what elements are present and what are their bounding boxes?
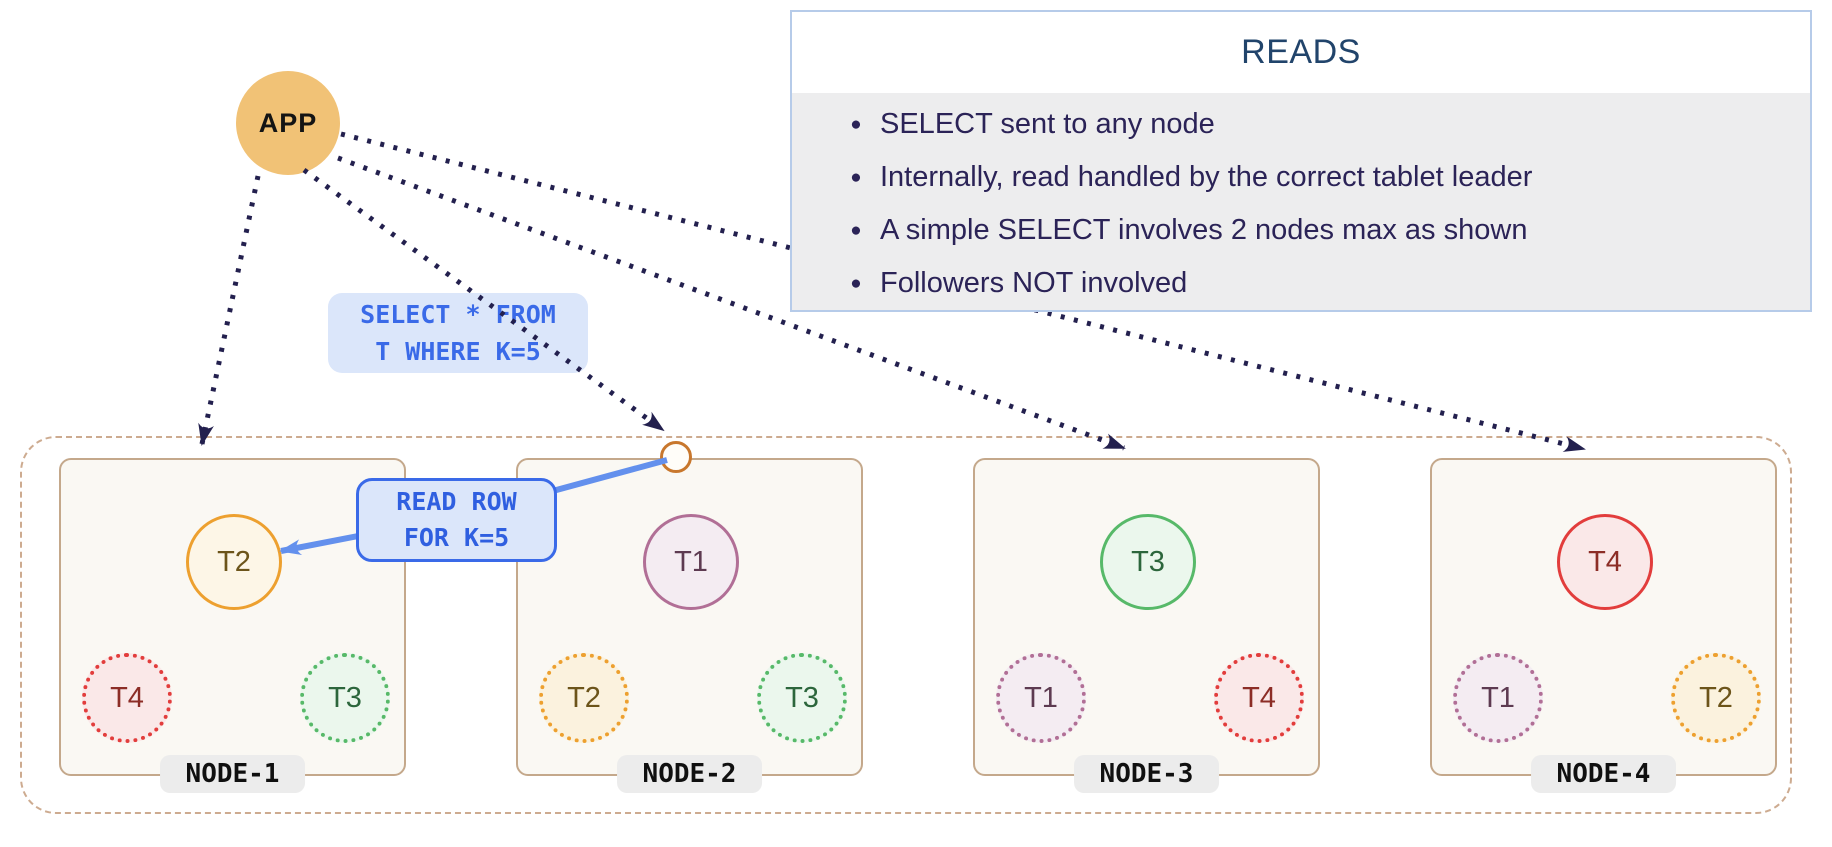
tablet-label: T2 bbox=[217, 545, 251, 578]
tablet-leader: T4 bbox=[1557, 514, 1653, 610]
select-query-line2: T WHERE K=5 bbox=[375, 337, 541, 366]
node-3-label: NODE-3 bbox=[1073, 755, 1220, 793]
app-node: APP bbox=[236, 71, 340, 175]
read-row-line2: FOR K=5 bbox=[403, 523, 510, 552]
tablet-follower: T4 bbox=[1214, 653, 1304, 743]
tablet-follower: T3 bbox=[757, 653, 847, 743]
reads-bullet-text: A simple SELECT involves 2 nodes max as … bbox=[880, 214, 1528, 246]
bullet-icon: ● bbox=[850, 113, 862, 135]
tablet-follower: T4 bbox=[82, 653, 172, 743]
node-1-label: NODE-1 bbox=[159, 755, 306, 793]
tablet-label: T4 bbox=[1242, 681, 1276, 714]
reads-bullet-text: SELECT sent to any node bbox=[880, 108, 1215, 140]
reads-bullet-text: Followers NOT involved bbox=[880, 267, 1188, 299]
tablet-label: T3 bbox=[328, 681, 362, 714]
tablet-label: T2 bbox=[1699, 681, 1733, 714]
tablet-label: T4 bbox=[1588, 545, 1622, 578]
arrow-app-to-node1 bbox=[198, 175, 261, 446]
tablet-label: T1 bbox=[1024, 681, 1058, 714]
tablet-label: T1 bbox=[1481, 681, 1515, 714]
reads-panel-body: ● SELECT sent to any node ● Internally, … bbox=[792, 93, 1810, 310]
node-1-box: T2 T4 T3 NODE-1 bbox=[59, 458, 406, 793]
tablet-follower: T1 bbox=[996, 653, 1086, 743]
node-2-label: NODE-2 bbox=[616, 755, 763, 793]
tablet-label: T1 bbox=[674, 545, 708, 578]
tablet-follower: T2 bbox=[539, 653, 629, 743]
read-row-line1: READ ROW bbox=[396, 487, 517, 516]
tablet-label: T4 bbox=[110, 681, 144, 714]
bullet-icon: ● bbox=[850, 219, 862, 241]
receiving-node-point bbox=[660, 441, 692, 473]
tablet-leader: T1 bbox=[643, 514, 739, 610]
select-query-line1: SELECT * FROM bbox=[360, 300, 556, 329]
tablet-leader: T2 bbox=[186, 514, 282, 610]
tablet-label: T3 bbox=[785, 681, 819, 714]
reads-bullet-text: Internally, read handled by the correct … bbox=[880, 161, 1533, 193]
tablet-follower: T3 bbox=[300, 653, 390, 743]
select-query-label: SELECT * FROM T WHERE K=5 bbox=[328, 293, 588, 373]
app-label: APP bbox=[258, 107, 318, 138]
reads-bullet-row: ● SELECT sent to any node bbox=[792, 98, 1810, 151]
node-2-box: T1 T2 T3 NODE-2 bbox=[516, 458, 863, 793]
node-3-box: T3 T1 T4 NODE-3 bbox=[973, 458, 1320, 793]
node-4-label: NODE-4 bbox=[1530, 755, 1677, 793]
bullet-icon: ● bbox=[850, 166, 862, 188]
reads-panel: READS ● SELECT sent to any node ● Intern… bbox=[790, 10, 1812, 312]
node-4-box: T4 T1 T2 NODE-4 bbox=[1430, 458, 1777, 793]
tablet-follower: T1 bbox=[1453, 653, 1543, 743]
tablet-label: T2 bbox=[567, 681, 601, 714]
reads-panel-header: READS bbox=[792, 12, 1810, 93]
tablet-follower: T2 bbox=[1671, 653, 1761, 743]
read-row-callout: READ ROW FOR K=5 bbox=[356, 478, 557, 562]
reads-bullet-row: ● Followers NOT involved bbox=[792, 257, 1810, 310]
bullet-icon: ● bbox=[850, 272, 862, 294]
tablet-leader: T3 bbox=[1100, 514, 1196, 610]
reads-bullet-row: ● A simple SELECT involves 2 nodes max a… bbox=[792, 204, 1810, 257]
reads-panel-title: READS bbox=[1241, 33, 1361, 71]
reads-bullet-row: ● Internally, read handled by the correc… bbox=[792, 151, 1810, 204]
tablet-label: T3 bbox=[1131, 545, 1165, 578]
